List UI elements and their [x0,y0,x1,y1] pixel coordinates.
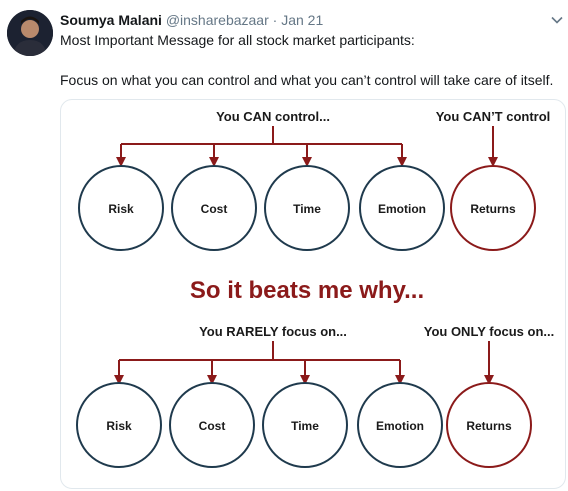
only-focus-label: You ONLY focus on... [424,324,555,339]
top-circle-label: Emotion [378,202,426,216]
bottom-connectors [114,341,494,385]
author-name[interactable]: Soumya Malani [60,12,162,28]
bottom-returns-label: Returns [466,419,512,433]
cant-control-label: You CAN’T control [436,109,551,124]
circle-risk-top [78,165,164,251]
bottom-circle-label: Cost [199,419,226,433]
bottom-circle-label: Time [291,419,319,433]
circle-time-top [264,165,350,251]
bottom-circle-label: Emotion [376,419,424,433]
bottom-circles: Risk Cost Time Emotion Returns [76,382,532,468]
author-handle[interactable]: @insharebazaar [165,12,269,28]
circle-returns-top [450,165,536,251]
circle-cost-bottom [169,382,255,468]
chevron-down-icon[interactable] [550,13,564,27]
separator-dot: · [272,12,278,28]
can-control-label: You CAN control... [216,109,330,124]
tweet-header: Soumya Malani @insharebazaar · Jan 21 [60,11,323,29]
tweet-text-line-1: Most Important Message for all stock mar… [60,32,415,48]
tweet-text-line-2: Focus on what you can control and what y… [60,72,554,88]
top-circles: Risk Cost Time Emotion Returns [78,165,536,251]
circle-risk-bottom [76,382,162,468]
control-diagram: You CAN control... You CAN’T control Ris… [76,109,555,468]
avatar[interactable] [7,10,53,56]
rarely-focus-label: You RARELY focus on... [199,324,347,339]
circle-cost-top [171,165,257,251]
circle-emotion-top [359,165,445,251]
top-connectors [116,126,498,167]
tweet-date[interactable]: Jan 21 [281,12,324,28]
top-circle-label: Cost [201,202,228,216]
bottom-circle-label: Risk [106,419,132,433]
top-circle-label: Time [293,202,321,216]
circle-time-bottom [262,382,348,468]
top-returns-label: Returns [470,202,516,216]
top-circle-label: Risk [108,202,134,216]
circle-emotion-bottom [357,382,443,468]
middle-heading: So it beats me why... [190,277,424,304]
circle-returns-bottom [446,382,532,468]
tweet-image[interactable]: You CAN control... You CAN’T control Ris… [60,99,566,489]
